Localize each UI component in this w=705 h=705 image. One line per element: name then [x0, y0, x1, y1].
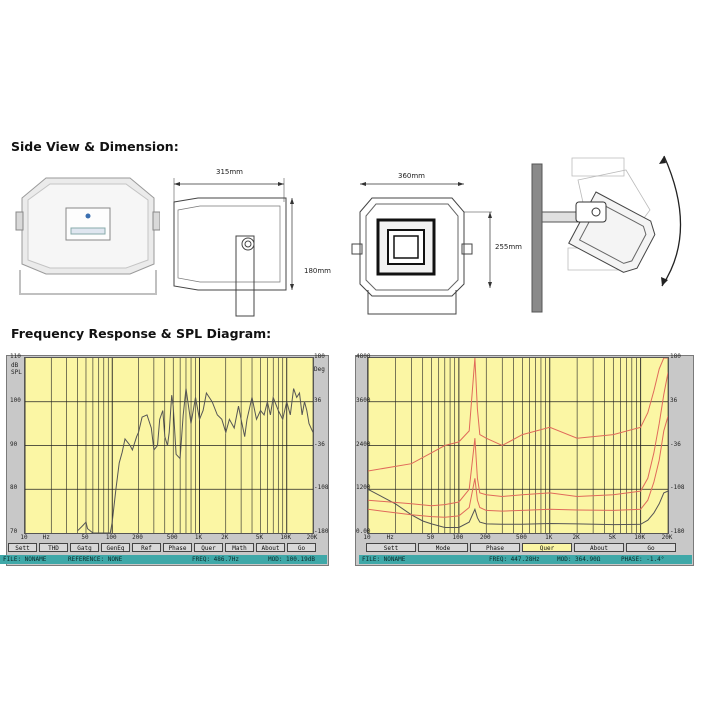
impedance-plot — [367, 357, 669, 534]
freq-response-x-tick: 10 — [20, 534, 28, 541]
button-go[interactable]: Go — [287, 543, 316, 552]
freq-response-x-tick: 50 — [81, 534, 89, 541]
impedance-x-tick: 5K — [608, 534, 616, 541]
depth-dimension-label: 255mm — [495, 243, 522, 251]
frequency-response-heading: Frequency Response & SPL Diagram: — [11, 326, 272, 341]
button-about[interactable]: About — [256, 543, 285, 552]
impedance-y-right-tick: 36 — [670, 396, 678, 404]
freq-response-x-tick: 500 — [166, 534, 178, 541]
freq-response-x-tick: 1K — [194, 534, 203, 541]
impedance-y-tick: 2400 — [356, 440, 371, 448]
impedance-y-right-tick: -108 — [670, 484, 685, 492]
impedance-y-tick: 3600 — [356, 396, 371, 404]
impedance-x-tick: 500 — [515, 534, 527, 541]
impedance-y-tick: 4800 — [356, 353, 371, 360]
impedance-x-tick: 10K — [634, 534, 646, 541]
freq-response-y-right-tick: -108 — [314, 484, 329, 492]
freq-response-y-tick: 90 — [10, 440, 18, 448]
impedance-x-tick: Hz — [386, 534, 394, 541]
button-geneq[interactable]: GenEq — [101, 543, 130, 552]
freq-response-x-tick: 10K — [280, 534, 292, 541]
series-line-0 — [77, 388, 313, 533]
series-line-3 — [368, 358, 668, 472]
button-ref[interactable]: Ref — [132, 543, 161, 552]
freq-response-x-tick: 100 — [105, 534, 117, 541]
impedance-y-tick: 1200 — [356, 484, 371, 492]
status-reference: REFERENCE: NONE — [68, 556, 123, 563]
depth-dimension-arrow — [488, 212, 492, 288]
impedance-y-right-tick: -36 — [670, 440, 681, 448]
button-thd[interactable]: THD — [39, 543, 68, 552]
freq-response-x-tick: 20K — [306, 534, 318, 541]
status-mod: MOD: 364.90Ω — [557, 556, 601, 563]
status-mod: MOD: 100.19dB — [268, 556, 315, 563]
speaker-front-photo — [15, 177, 160, 295]
series-line-2 — [368, 372, 668, 507]
series-line-1 — [368, 416, 668, 518]
length-dimension-label: 315mm — [216, 168, 243, 176]
button-about[interactable]: About — [574, 543, 624, 552]
button-sett[interactable]: Sett — [366, 543, 416, 552]
impedance-x-tick: 20K — [661, 534, 673, 541]
freq-response-x-tick: 5K — [255, 534, 264, 541]
bracket-rotation-drawing — [531, 155, 682, 313]
status-phase: PHASE: -1.4° — [621, 556, 665, 563]
freq-response-y-tick: 80 — [10, 484, 18, 492]
freq-response-x-tick: Hz — [42, 534, 50, 541]
grid-lines — [368, 358, 668, 533]
grid-lines — [25, 358, 313, 533]
impedance-status-bar: FILE: NONAME FREQ: 447.28Hz MOD: 364.90Ω… — [359, 555, 692, 564]
status-file: FILE: NONAME — [362, 556, 406, 563]
impedance-x-tick: 50 — [426, 534, 435, 541]
impedance-x-tick: 200 — [479, 534, 491, 541]
freq-response-y-right-tick: 180 — [314, 353, 325, 360]
button-mode[interactable]: Mode — [418, 543, 468, 552]
series-line-0 — [368, 488, 668, 528]
impedance-x-tick: 2K — [572, 534, 580, 541]
button-math[interactable]: Math — [225, 543, 254, 552]
button-sett[interactable]: Sett — [8, 543, 37, 552]
status-file: FILE: NONAME — [3, 556, 47, 563]
freq-response-x-tick: 2K — [221, 534, 229, 541]
impedance-x-tick: 10 — [363, 534, 371, 541]
speaker-side-drawing — [173, 178, 294, 317]
freq-response-y-right-tick: 36 — [314, 396, 322, 404]
button-gatg[interactable]: Gatg — [70, 543, 99, 552]
impedance-x-tick: 1K — [545, 534, 553, 541]
button-go[interactable]: Go — [626, 543, 676, 552]
button-quer[interactable]: Quer — [522, 543, 572, 552]
height-dimension-label: 180mm — [304, 267, 331, 275]
button-quer[interactable]: Quer — [194, 543, 223, 552]
y-unit-label-2: SPL — [11, 369, 22, 376]
freq-response-y-tick: 110 — [10, 353, 21, 360]
freq-response-y-tick: 70 — [10, 528, 18, 535]
button-phase[interactable]: Phase — [470, 543, 520, 552]
frequency-response-status-bar: FILE: NONAME REFERENCE: NONE FREQ: 486.7… — [0, 555, 327, 564]
width-dimension-label: 360mm — [398, 172, 425, 180]
status-freq: FREQ: 447.28Hz — [489, 556, 540, 563]
frequency-response-plot — [24, 357, 314, 534]
side-view-heading: Side View & Dimension: — [11, 139, 179, 154]
freq-response-x-tick: 200 — [132, 534, 143, 541]
impedance-y-right-tick: -180 — [670, 528, 685, 535]
y-unit-label: dB — [11, 362, 19, 369]
status-freq: FREQ: 486.7Hz — [192, 556, 239, 563]
impedance-x-tick: 100 — [452, 534, 464, 541]
freq-response-y-right-tick: -180 — [314, 528, 329, 535]
speaker-front-drawing — [351, 182, 492, 315]
freq-response-y-right-tick: -36 — [314, 440, 325, 448]
freq-response-y-tick: 100 — [10, 396, 21, 404]
y-right-unit-label: Deg — [314, 366, 325, 373]
button-phase[interactable]: Phase — [163, 543, 192, 552]
impedance-y-right-tick: 180 — [670, 353, 681, 360]
impedance-y-tick: 0.00 — [356, 528, 371, 535]
